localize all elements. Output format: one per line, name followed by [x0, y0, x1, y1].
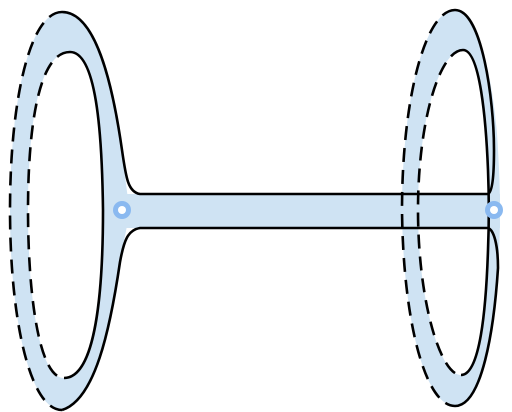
right-attachment-marker: [485, 201, 503, 219]
connecting-bar-band: [118, 194, 500, 228]
left-loop-band: [10, 12, 130, 410]
left-attachment-marker: [113, 201, 131, 219]
right-marker-center: [490, 206, 498, 214]
left-marker-center: [118, 206, 126, 214]
